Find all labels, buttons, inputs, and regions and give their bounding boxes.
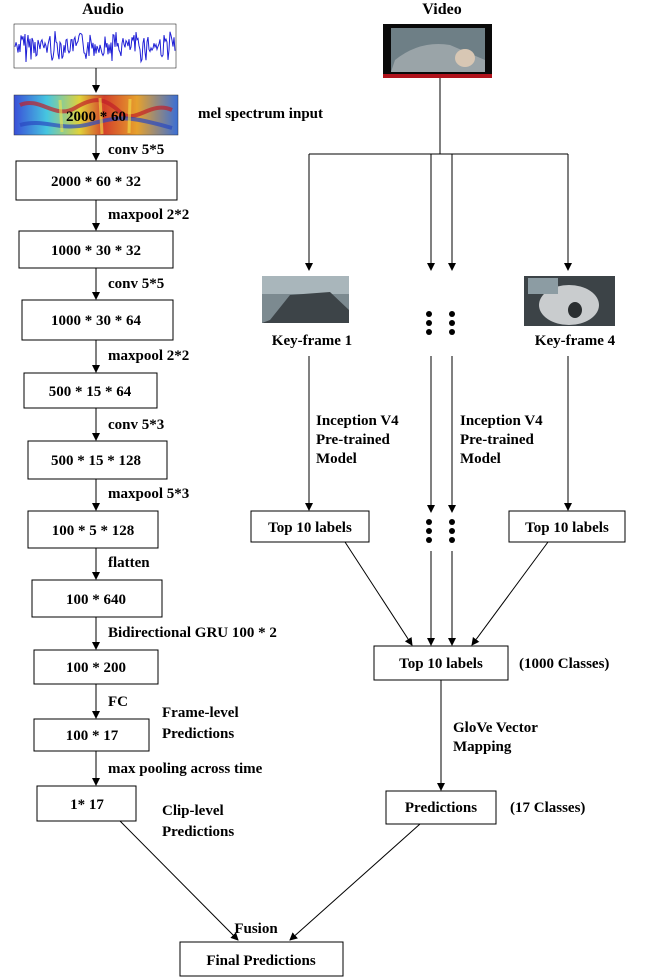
arrow-top10-1-to-combined — [344, 541, 413, 646]
classes-17-label: (17 Classes) — [510, 800, 585, 816]
audio-op-9: max pooling across time — [108, 761, 263, 777]
spectrum-label: mel spectrum input — [198, 106, 323, 122]
audio-box-5 — [27, 510, 159, 549]
keyframe-4-label: Key-frame 4 — [535, 333, 616, 349]
audio-box-1 — [18, 230, 174, 269]
audio-box-6 — [31, 579, 163, 618]
model-label-1-line3: Model — [316, 451, 357, 467]
fusion-label: Fusion — [234, 921, 278, 937]
audio-box-9 — [36, 785, 137, 822]
audio-op-0: conv 5*5 — [108, 142, 164, 158]
audio-box-9-label: 1* 17 — [70, 797, 104, 813]
arrow-top10-4-to-combined — [471, 541, 549, 646]
ellipsis-dots-keyframes — [426, 311, 455, 335]
audio-box-5-label: 100 * 5 * 128 — [52, 523, 135, 539]
clip-level-line1: Clip-level — [162, 803, 224, 819]
audio-op-2: conv 5*5 — [108, 276, 164, 292]
audio-op-8: FC — [108, 694, 128, 710]
combined-top10-box — [373, 645, 509, 681]
audio-box-6-label: 100 * 640 — [66, 592, 126, 608]
audio-op-5: maxpool 5*3 — [108, 486, 189, 502]
audio-box-3-label: 500 * 15 * 64 — [49, 384, 132, 400]
audio-op-1: maxpool 2*2 — [108, 207, 189, 223]
model-label-1-line2: Pre-trained — [316, 432, 391, 448]
final-predictions-label: Final Predictions — [206, 953, 315, 969]
audio-box-2 — [21, 299, 174, 341]
keyframe-1-image — [262, 276, 349, 323]
model-label-1-line1: Inception V4 — [316, 413, 399, 429]
video-header: Video — [422, 1, 461, 18]
keyframe-1-label: Key-frame 1 — [272, 333, 352, 349]
audio-box-4 — [27, 440, 168, 480]
model-label-2-line1: Inception V4 — [460, 413, 543, 429]
final-predictions-box — [179, 941, 344, 977]
glove-line1: GloVe Vector — [453, 720, 538, 736]
spectrum-dims: 2000 * 60 — [66, 109, 126, 125]
keyframe-4-image — [524, 276, 615, 326]
video-predictions-box — [385, 790, 497, 825]
audio-box-1-label: 1000 * 30 * 32 — [51, 243, 141, 259]
audio-box-4-label: 500 * 15 * 128 — [51, 453, 141, 469]
video-frame-image — [383, 24, 492, 78]
audio-waveform-image — [13, 23, 177, 69]
audio-header: Audio — [82, 1, 124, 18]
audio-box-8 — [33, 718, 150, 752]
audio-box-0 — [15, 160, 178, 201]
arrow-audio-to-fusion — [119, 820, 239, 941]
ellipsis-dots-labels — [426, 519, 455, 543]
audio-box-2-label: 1000 * 30 * 64 — [51, 313, 142, 329]
audio-box-7-label: 100 * 200 — [66, 660, 126, 676]
classes-1000-label: (1000 Classes) — [519, 656, 609, 672]
top10-box-1-label: Top 10 labels — [268, 520, 352, 536]
top10-box-4-label: Top 10 labels — [525, 520, 609, 536]
glove-line2: Mapping — [453, 739, 512, 755]
top10-box-4 — [508, 510, 626, 543]
audio-box-0-label: 2000 * 60 * 32 — [51, 174, 141, 190]
clip-level-line2: Predictions — [162, 824, 234, 840]
combined-top10-label: Top 10 labels — [399, 656, 483, 672]
audio-box-8-label: 100 * 17 — [66, 728, 119, 744]
frame-level-line1: Frame-level — [162, 705, 239, 721]
video-predictions-label: Predictions — [405, 800, 477, 816]
arrow-video-to-fusion — [289, 823, 421, 941]
mel-spectrogram-image — [13, 94, 179, 136]
model-label-2-line3: Model — [460, 451, 501, 467]
model-label-2-line2: Pre-trained — [460, 432, 535, 448]
audio-op-4: conv 5*3 — [108, 417, 164, 433]
audio-box-3 — [23, 372, 158, 409]
audio-op-6: flatten — [108, 555, 150, 571]
top10-box-1 — [250, 510, 370, 543]
audio-box-7 — [33, 649, 159, 685]
audio-op-3: maxpool 2*2 — [108, 348, 189, 364]
frame-level-line2: Predictions — [162, 726, 234, 742]
audio-op-7: Bidirectional GRU 100 * 2 — [108, 625, 277, 641]
